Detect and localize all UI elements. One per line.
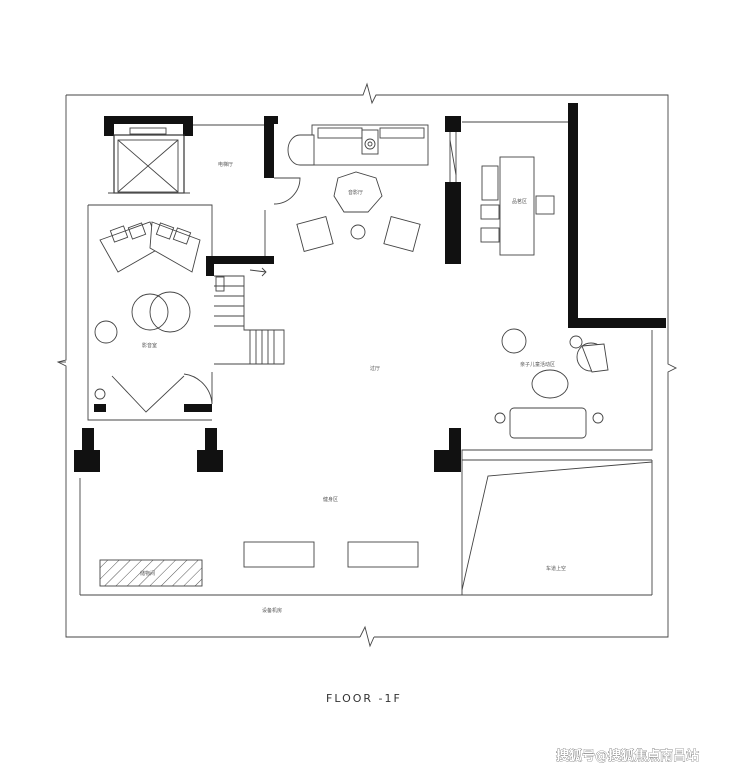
audio-lounge-furniture xyxy=(287,124,429,252)
fitness-equipment xyxy=(243,541,419,568)
label-fitness: 健身区 xyxy=(323,496,338,503)
watermark-text: 搜狐号@搜狐焦点南昌站 xyxy=(556,748,699,764)
label-garage-void: 车道上空 xyxy=(546,565,566,572)
outer-boundary xyxy=(56,82,678,648)
label-storage: 储物间 xyxy=(140,570,155,577)
label-home-theater: 影音室 xyxy=(142,342,157,349)
kids-area-furniture xyxy=(494,328,609,439)
staircase xyxy=(214,267,285,365)
label-kids-area: 亲子儿童活动区 xyxy=(520,361,555,368)
label-audio-lounge: 音影厅 xyxy=(348,189,363,196)
floor-title: FLOOR -1F xyxy=(326,692,402,705)
structural-walls xyxy=(74,103,666,472)
label-hallway: 过厅 xyxy=(370,365,380,372)
inner-walls xyxy=(79,121,653,596)
label-elevator-hall: 电梯厅 xyxy=(218,161,233,168)
elevator xyxy=(108,127,190,194)
storage-hatch xyxy=(99,559,203,587)
label-equipment-room: 设备机房 xyxy=(262,607,282,614)
home-theater-furniture xyxy=(94,221,201,413)
tea-area-furniture xyxy=(480,156,555,256)
doors xyxy=(183,132,457,405)
label-tea-area: 品茗区 xyxy=(512,198,527,205)
